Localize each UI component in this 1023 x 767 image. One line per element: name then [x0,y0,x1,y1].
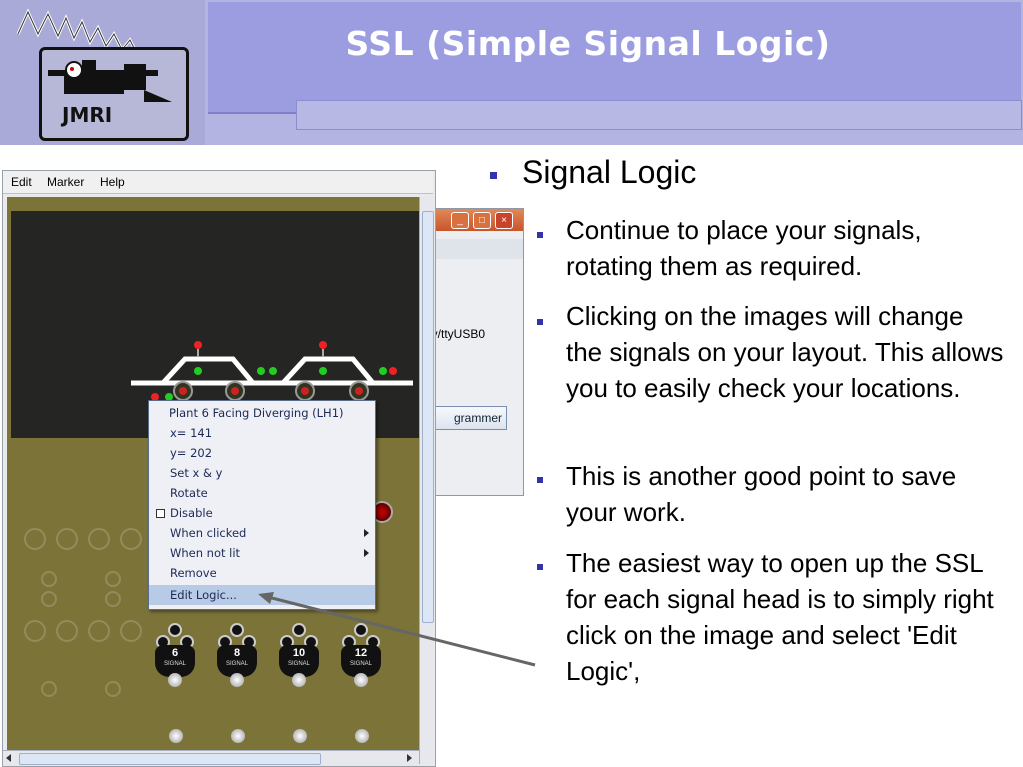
knob-icon [169,729,183,743]
menu-marker[interactable]: Marker [47,175,85,189]
menubar: Edit Marker Help [3,171,433,194]
signal-button-8[interactable]: 8 SIGNAL [215,623,259,689]
knob-icon [292,673,306,687]
serial-port-label: ev/ttyUSB0 [425,327,486,341]
signal-label: SIGNAL [287,661,310,667]
signal-number: 10 [292,647,306,659]
signal-number: 12 [354,647,368,659]
signal-label: SIGNAL [163,661,186,667]
bullet-marker-icon [537,319,543,325]
menu-item-disable[interactable]: Disable [170,506,213,520]
bullet-text: Clicking on the images will change the s… [566,301,1004,403]
signal-button-body [217,645,257,677]
menu-item-when-clicked-row[interactable]: When clicked [149,523,375,543]
bullet-marker-icon [537,232,543,238]
bullet-marker-icon [537,564,543,570]
menu-edit[interactable]: Edit [11,175,32,189]
title-subbar [296,100,1022,130]
menu-help[interactable]: Help [100,175,125,189]
bullet-text: Continue to place your signals, rotating… [566,215,922,281]
signal-label: SIGNAL [225,661,248,667]
context-menu: Plant 6 Facing Diverging (LH1) x= 141 y=… [148,400,376,610]
knob-icon [168,673,182,687]
bullet-text: The easiest way to open up the SSL for e… [566,548,994,686]
track-diagram [131,341,413,401]
vertical-scrollbar[interactable] [419,197,434,764]
menu-item-rotate[interactable]: Rotate [170,486,208,500]
close-icon[interactable]: × [495,212,513,229]
locomotive-icon [48,60,172,102]
menu-item-when-not-lit-row[interactable]: When not lit [149,543,375,563]
slide-title: SSL (Simple Signal Logic) [345,24,831,63]
background-dialog: _ □ × : ev/ttyUSB0 grammer [425,208,524,496]
signal-number: 6 [171,647,179,659]
horizontal-scroll-thumb[interactable] [19,753,321,765]
menu-item-remove[interactable]: Remove [170,566,217,580]
menu-item-when-clicked[interactable]: When clicked [170,526,247,540]
signal-button-12[interactable]: 12 SIGNAL [339,623,383,689]
menu-item-x-coord: x= 141 [170,426,213,440]
knob-icon [293,729,307,743]
dialog-toolbar [433,239,523,259]
checkbox-icon[interactable] [156,509,165,518]
dialog-titlebar: _ □ × [433,209,523,231]
menu-item-signal-name[interactable]: Plant 6 Facing Diverging (LH1) [169,406,344,420]
signal-button-body [155,645,195,677]
bullet-marker-icon [537,477,543,483]
knob-icon [231,729,245,743]
vertical-scroll-thumb[interactable] [422,211,434,623]
menu-item-disable-row[interactable]: Disable [149,503,375,523]
signal-number: 8 [233,647,241,659]
submenu-arrow-icon [364,529,369,537]
menu-item-set-xy[interactable]: Set x & y [170,466,223,480]
panel-button-rows [24,528,142,697]
knob-icon [354,673,368,687]
signal-label: SIGNAL [349,661,372,667]
submenu-arrow-icon [364,549,369,557]
knob-icon [230,673,244,687]
logo-text: JMRI [62,103,113,127]
programmer-button[interactable]: grammer [429,406,507,430]
signal-button-10[interactable]: 10 SIGNAL [277,623,321,689]
menu-item-edit-logic[interactable]: Edit Logic... [149,585,375,605]
menu-item-y-coord: y= 202 [170,446,213,460]
maximize-icon[interactable]: □ [473,212,491,229]
scroll-left-icon[interactable] [6,754,11,762]
title-panel [208,2,1021,114]
knob-icon [355,729,369,743]
jmri-logo [16,8,148,59]
signal-button-6[interactable]: 6 SIGNAL [153,623,197,689]
scroll-right-icon[interactable] [407,754,412,762]
menu-item-when-not-lit[interactable]: When not lit [170,546,241,560]
minimize-icon[interactable]: _ [451,212,469,229]
horizontal-scrollbar[interactable] [3,750,419,766]
bullet-text: This is another good point to save your … [566,461,957,527]
bullet-marker-icon [490,172,497,179]
content-heading: Signal Logic [522,154,697,190]
